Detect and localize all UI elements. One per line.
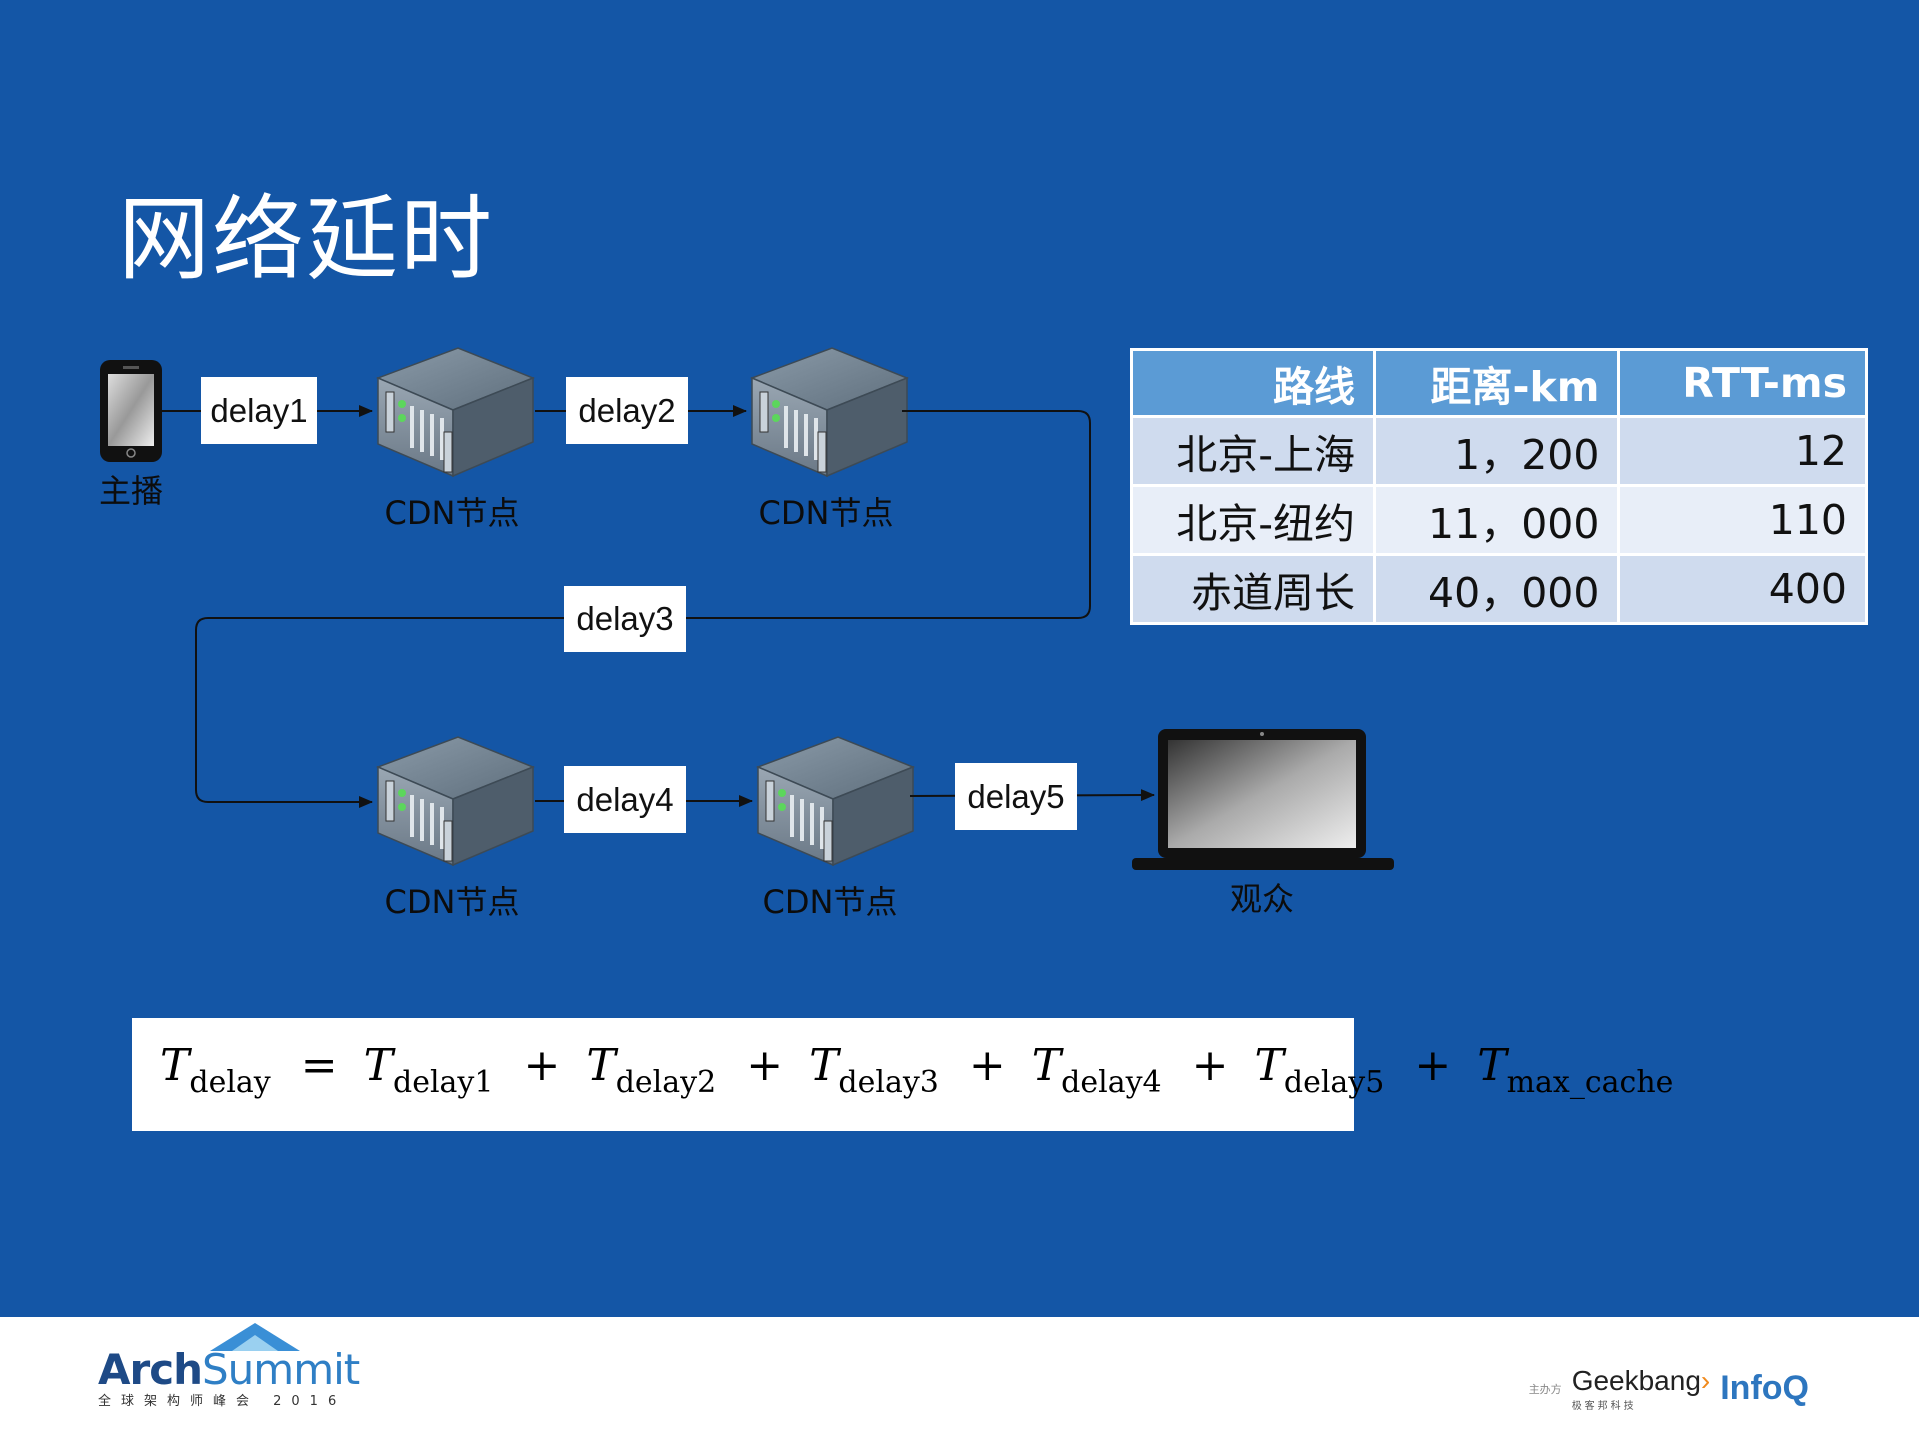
table-row: 北京-纽约 11，000 110 xyxy=(1130,484,1868,556)
logo-summit-text: Summit xyxy=(202,1345,360,1394)
formula-symbol: T xyxy=(1254,1040,1284,1091)
cdn-server-icon xyxy=(750,346,909,478)
sponsor-logos: 主办方 Geekbang› 极客邦科技 InfoQ xyxy=(1529,1365,1809,1412)
distance-cell: 11，000 xyxy=(1372,484,1621,556)
geekbang-logo: Geekbang xyxy=(1571,1365,1701,1396)
equals-sign: = xyxy=(300,1040,338,1091)
chevron-right-icon: › xyxy=(1700,1365,1711,1396)
laptop-icon xyxy=(1132,729,1394,870)
table-header-row: 路线 距离-km RTT-ms xyxy=(1130,348,1868,418)
formula-symbol: T xyxy=(809,1040,839,1091)
cdn-server-icon xyxy=(376,346,535,478)
route-cell: 北京-上海 xyxy=(1130,415,1376,487)
plus-sign: + xyxy=(968,1040,1006,1091)
cdn-node-label: CDN节点 xyxy=(762,883,898,921)
rtt-cell: 12 xyxy=(1617,415,1868,487)
phone-icon xyxy=(100,360,162,462)
formula-symbol: T xyxy=(160,1040,190,1091)
header-route: 路线 xyxy=(1130,348,1376,418)
cdn-node-label: CDN节点 xyxy=(384,883,520,921)
slide-title: 网络延时 xyxy=(118,186,495,293)
delay4-label: delay4 xyxy=(564,766,686,833)
formula-subscript: delay3 xyxy=(838,1065,939,1100)
cdn-server-icon xyxy=(756,735,915,867)
rtt-cell: 110 xyxy=(1617,484,1868,556)
formula-subscript: delay5 xyxy=(1283,1065,1385,1100)
formula-symbol: T xyxy=(363,1040,393,1091)
infoq-logo: InfoQ xyxy=(1720,1369,1809,1407)
distance-cell: 40，000 xyxy=(1372,553,1621,625)
distance-rtt-table: 路线 距离-km RTT-ms 北京-上海 1，200 12 北京-纽约 11，… xyxy=(1130,348,1868,625)
formula-subscript: delay1 xyxy=(392,1065,494,1100)
delay1-label: delay1 xyxy=(201,377,317,444)
archsummit-logo: ArchSummit 全球架构师峰会 2016 xyxy=(98,1323,360,1409)
rtt-cell: 400 xyxy=(1617,553,1868,625)
host-label: 主办方 xyxy=(1528,1382,1562,1396)
formula-symbol: T xyxy=(586,1040,616,1091)
delay-formula: Tdelay = Tdelay1 + Tdelay2 + Tdelay3 + T… xyxy=(160,1040,1673,1100)
geekbang-subtitle: 极客邦科技 xyxy=(1571,1401,1637,1412)
table-row: 北京-上海 1，200 12 xyxy=(1130,415,1868,487)
cdn-node-label: CDN节点 xyxy=(384,494,520,532)
plus-sign: + xyxy=(523,1040,561,1091)
delay5-label: delay5 xyxy=(955,763,1077,830)
network-diagram xyxy=(100,346,1394,870)
header-rtt: RTT-ms xyxy=(1617,348,1868,418)
logo-subtitle: 全球架构师峰会 2016 xyxy=(98,1394,347,1409)
formula-symbol: T xyxy=(1477,1040,1507,1091)
formula-box: Tdelay = Tdelay1 + Tdelay2 + Tdelay3 + T… xyxy=(132,1018,1673,1131)
mountain-icon xyxy=(210,1323,300,1351)
cdn-node-label: CDN节点 xyxy=(758,494,894,532)
plus-sign: + xyxy=(1414,1040,1452,1091)
formula-subscript: delay4 xyxy=(1061,1065,1162,1100)
formula-subscript: max_cache xyxy=(1506,1065,1674,1100)
viewer-label: 观众 xyxy=(1229,880,1294,918)
footer: ArchSummit 全球架构师峰会 2016 主办方 Geekbang› 极客… xyxy=(0,1317,1919,1439)
delay2-label: delay2 xyxy=(566,377,688,444)
logo-arch-text: Arch xyxy=(98,1345,203,1394)
route-cell: 北京-纽约 xyxy=(1130,484,1376,556)
plus-sign: + xyxy=(1191,1040,1229,1091)
formula-subscript: delay2 xyxy=(615,1065,717,1100)
distance-cell: 1，200 xyxy=(1372,415,1621,487)
table-row: 赤道周长 40，000 400 xyxy=(1130,553,1868,625)
formula-symbol: T xyxy=(1031,1040,1062,1091)
route-cell: 赤道周长 xyxy=(1130,553,1376,625)
cdn-server-icon xyxy=(376,735,535,867)
formula-subscript: delay xyxy=(189,1065,271,1100)
broadcaster-label: 主播 xyxy=(98,472,163,510)
header-distance: 距离-km xyxy=(1372,348,1621,418)
plus-sign: + xyxy=(746,1040,784,1091)
delay3-label: delay3 xyxy=(564,586,686,652)
